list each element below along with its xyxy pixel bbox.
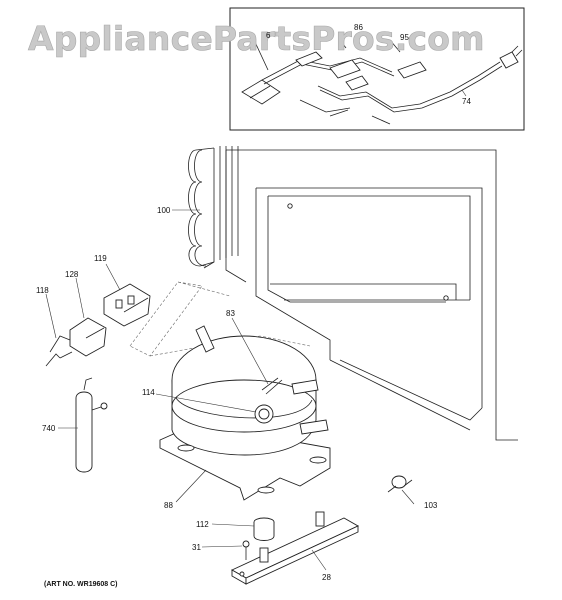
callout-112: 112 (196, 520, 209, 529)
compressor (159, 325, 331, 501)
callout-28: 28 (322, 573, 331, 582)
callout-83: 83 (226, 309, 235, 318)
callout-128: 128 (65, 270, 79, 279)
mounting-hardware (231, 511, 359, 585)
callout-31: 31 (192, 543, 201, 552)
callout-100: 100 (157, 206, 171, 215)
relay-assembly (45, 283, 151, 367)
condenser-coil (188, 146, 239, 269)
clip-part (387, 475, 413, 493)
leader-lines (45, 209, 415, 571)
callout-86: 86 (354, 23, 363, 32)
dashed-platform (129, 281, 311, 357)
art-number: (ART NO. WR19608 C) (44, 581, 118, 588)
callout-114: 114 (142, 388, 155, 397)
callout-6: 6 (266, 31, 271, 40)
callout-119: 119 (94, 254, 107, 263)
callout-95: 95 (400, 33, 409, 42)
callout-740: 740 (42, 424, 56, 433)
wiring-inset (229, 7, 525, 131)
callout-118: 118 (36, 286, 49, 295)
callout-labels: 6 86 95 74 100 119 128 118 83 114 740 88… (36, 23, 471, 582)
callout-88: 88 (164, 501, 173, 510)
filter-drier (75, 377, 108, 473)
callout-103: 103 (424, 501, 438, 510)
watermark-text: AppliancePartsPros.com (28, 19, 485, 58)
cabinet-outline (225, 149, 518, 441)
callout-74: 74 (462, 97, 471, 106)
